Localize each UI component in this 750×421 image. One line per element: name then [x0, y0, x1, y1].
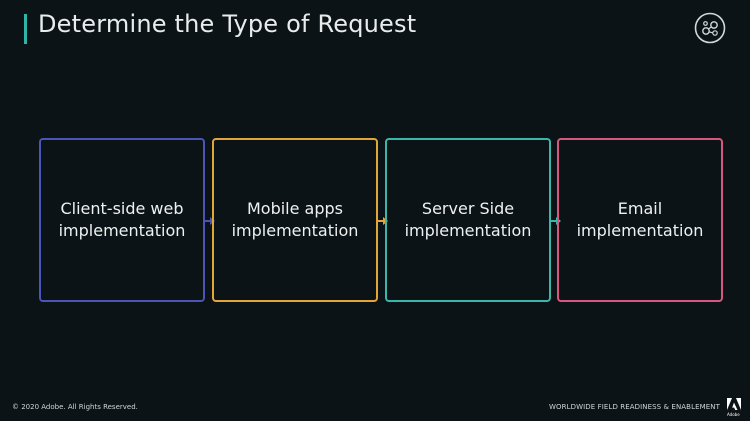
adobe-wordmark: Adobe	[727, 412, 740, 417]
step-client-side-web: Client-side web implementation	[39, 138, 205, 302]
copyright-text: © 2020 Adobe. All Rights Reserved.	[12, 403, 138, 411]
title-accent-bar	[24, 14, 27, 44]
footer-tagline: WORLDWIDE FIELD READINESS & ENABLEMENT	[549, 403, 720, 411]
network-nodes-icon	[694, 12, 726, 44]
step-mobile-apps: Mobile apps implementation	[212, 138, 378, 302]
step-label: Email implementation	[576, 199, 704, 240]
step-server-side: Server Side implementation	[385, 138, 551, 302]
slide-title: Determine the Type of Request	[38, 10, 417, 38]
step-label: Mobile apps implementation	[231, 199, 359, 240]
step-email: Email implementation	[557, 138, 723, 302]
step-label: Client-side web implementation	[58, 199, 186, 240]
step-label: Server Side implementation	[404, 199, 532, 240]
adobe-logo-icon	[727, 398, 741, 410]
